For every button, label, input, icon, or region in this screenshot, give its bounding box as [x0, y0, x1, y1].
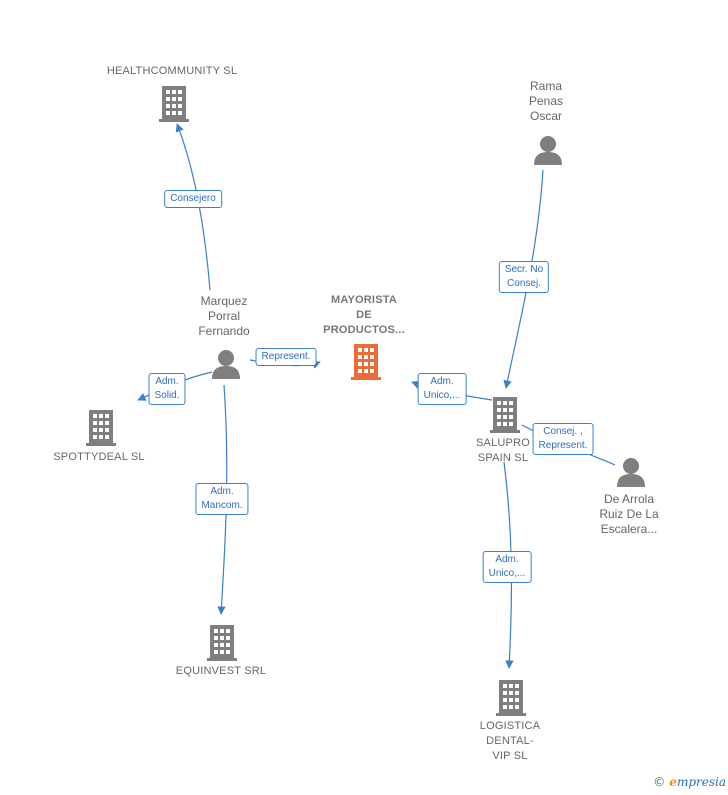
edge-label-secr-no-consej[interactable]: Secr. No Consej.	[498, 261, 550, 293]
edge-label-consej-represent[interactable]: Consej. , Represent.	[532, 423, 594, 455]
edge-label-consejero[interactable]: Consejero	[164, 190, 222, 208]
person-icon[interactable]	[534, 136, 562, 165]
node-label-rama[interactable]: Rama Penas Oscar	[528, 79, 564, 123]
building-icon[interactable]	[351, 344, 381, 380]
node-label-healthcommunity[interactable]: HEALTHCOMMUNITY SL	[106, 65, 238, 77]
node-label-spottydeal[interactable]: SPOTTYDEAL SL	[53, 451, 145, 463]
node-label-logistica[interactable]: LOGISTICA DENTAL- VIP SL	[479, 720, 541, 762]
brand-initial: e	[669, 775, 677, 789]
node-label-equinvest[interactable]: EQUINVEST SRL	[175, 665, 267, 677]
edge-label-represent[interactable]: Represent.	[255, 348, 317, 366]
node-label-mayorista[interactable]: MAYORISTA DE PRODUCTOS...	[323, 294, 405, 336]
node-label-salupro[interactable]: SALUPRO SPAIN SL	[476, 437, 530, 464]
edge-label-adm-mancom[interactable]: Adm. Mancom.	[195, 483, 249, 515]
building-icon[interactable]	[490, 397, 520, 433]
person-icon[interactable]	[617, 458, 645, 487]
building-icon[interactable]	[207, 625, 237, 661]
edge-label-adm-unico-logistica[interactable]: Adm. Unico,...	[482, 551, 532, 583]
node-label-marquez[interactable]: Marquez Porral Fernando	[198, 294, 250, 338]
edge-label-adm-solid[interactable]: Adm. Solid.	[148, 373, 186, 405]
building-icon[interactable]	[496, 680, 526, 716]
copyright-symbol: ©	[653, 775, 666, 789]
brand-name: mpresia	[676, 775, 726, 789]
brand-logo: ©empresia	[653, 775, 726, 789]
edge-label-adm-unico-mayorista[interactable]: Adm. Unico,...	[417, 373, 467, 405]
person-icon[interactable]	[212, 350, 240, 379]
building-icon[interactable]	[159, 86, 189, 122]
building-icon[interactable]	[86, 410, 116, 446]
node-label-dearrola[interactable]: De Arrola Ruiz De La Escalera...	[599, 492, 659, 536]
